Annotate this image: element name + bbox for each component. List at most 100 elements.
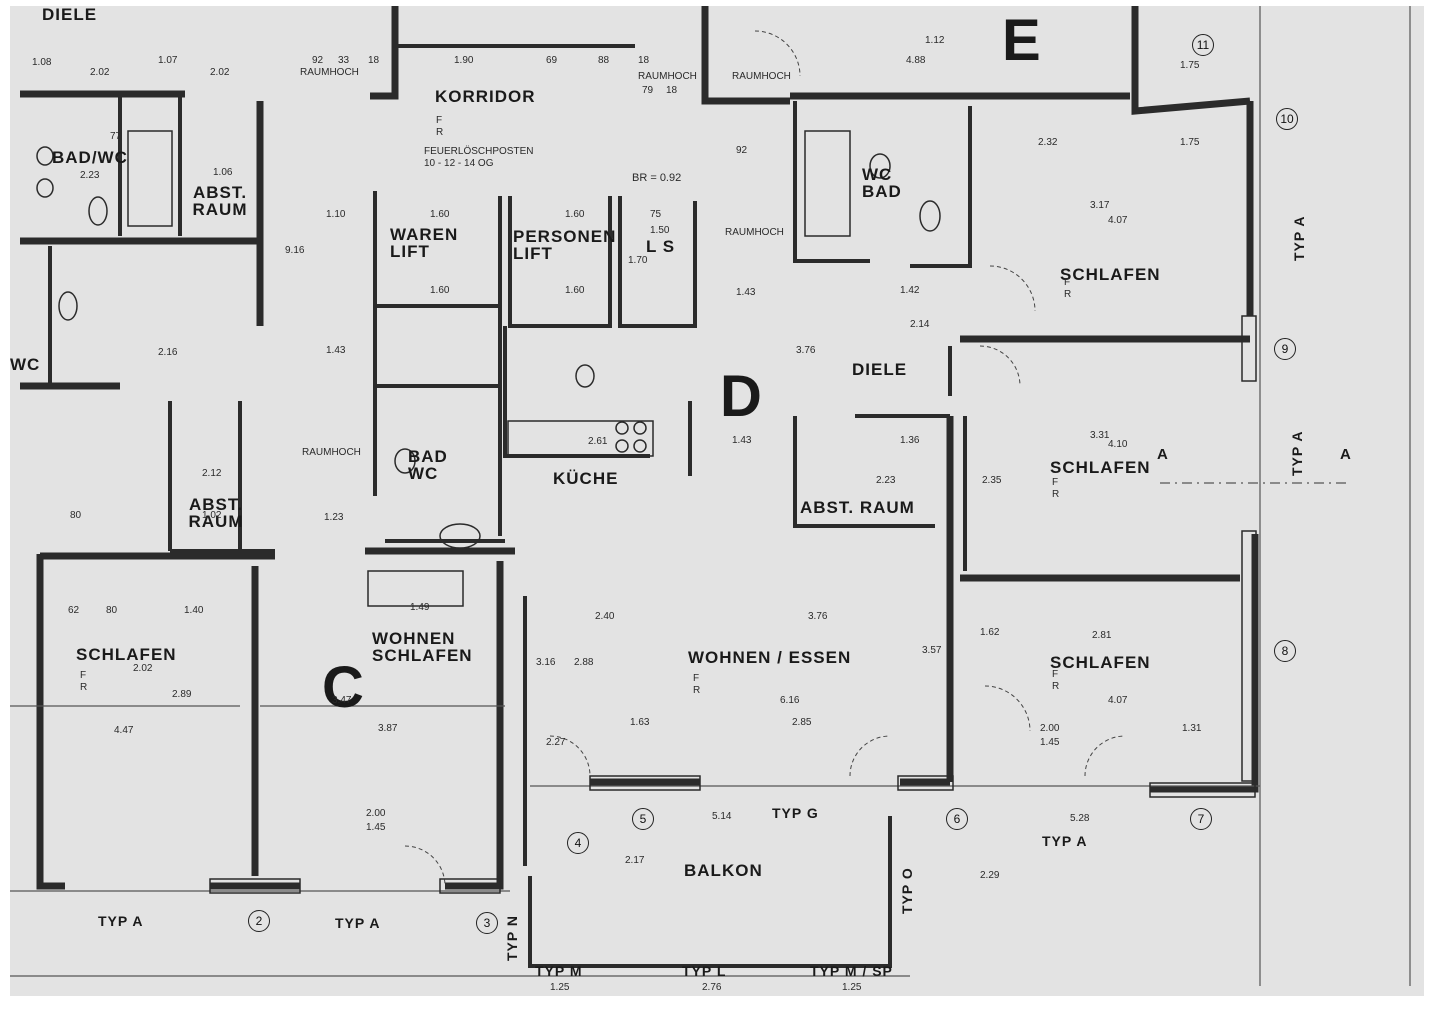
- room-label: WAREN LIFT: [390, 225, 459, 261]
- room-label: WOHNEN / ESSEN: [688, 648, 852, 667]
- dimension-value: 6.16: [780, 695, 800, 706]
- toilet: [394, 448, 416, 474]
- dimension-value: 1.43: [732, 435, 752, 446]
- dimension-value: 3.17: [1090, 200, 1110, 211]
- toilet: [575, 364, 595, 388]
- fr-mark: R: [1052, 681, 1060, 692]
- dimension-value: 92: [736, 145, 748, 156]
- toilet: [919, 200, 941, 232]
- dimension-value: 18: [666, 85, 678, 96]
- dimension-value: 1.75: [1180, 137, 1200, 148]
- dimension-value: 1.12: [925, 35, 945, 46]
- dimension-value: 3.87: [378, 723, 398, 734]
- note-raumhoch: RAUMHOCH: [302, 447, 361, 458]
- door-swing: [754, 30, 801, 77]
- fr-mark: R: [693, 685, 701, 696]
- grid-axis-marker: 6: [946, 808, 968, 830]
- dimension-value: 18: [368, 55, 380, 66]
- dimension-value: 2.85: [792, 717, 812, 728]
- room-label: KÜCHE: [553, 469, 619, 488]
- dimension-value: 2.23: [80, 170, 100, 181]
- section-marker: A: [1157, 446, 1169, 463]
- dimension-value: 75: [650, 209, 662, 220]
- wall: [1150, 534, 1259, 793]
- wall: [508, 196, 612, 328]
- grid-axis-marker: 5: [632, 808, 654, 830]
- room-label: ABST. RAUM: [192, 183, 248, 219]
- dimension-value: 1.62: [980, 627, 1000, 638]
- dimension-value: 69: [546, 55, 558, 66]
- type-label: TYP L: [682, 963, 727, 979]
- dimension-value: 2.81: [1092, 630, 1112, 641]
- dimension-value: 1.49: [410, 602, 430, 613]
- room-label: DIELE: [42, 6, 98, 24]
- dimension-value: 2.88: [574, 657, 594, 668]
- dimension-value: 1.60: [430, 285, 450, 296]
- door-swing: [979, 345, 1021, 387]
- wall: [503, 326, 650, 458]
- unit-label: D: [720, 364, 762, 429]
- wall: [445, 561, 504, 890]
- toilet: [58, 291, 78, 321]
- type-label: TYP A: [335, 915, 381, 931]
- dimension-value: 2.17: [625, 855, 645, 866]
- type-label: TYP A: [1291, 215, 1307, 261]
- type-label: TYP M / SP: [810, 963, 893, 979]
- room-label: WC BAD: [862, 165, 902, 201]
- fr-mark: R: [80, 682, 88, 693]
- wall: [910, 106, 972, 268]
- fr-mark: F: [80, 670, 87, 681]
- dimension-value: 77: [110, 131, 122, 142]
- sink: [439, 523, 481, 549]
- section-marker: A: [1340, 446, 1352, 463]
- bathtub: [127, 130, 173, 227]
- dimension-value: 1.08: [32, 57, 52, 68]
- dimension-value: 3.76: [796, 345, 816, 356]
- room-label: PERSONEN LIFT: [513, 227, 617, 263]
- fr-mark: R: [1064, 289, 1072, 300]
- unit-label: E: [1002, 8, 1041, 73]
- room-label: DIELE: [852, 360, 908, 379]
- grid-axis-marker: 9: [1274, 338, 1296, 360]
- dimension-value: 1.31: [1182, 723, 1202, 734]
- fr-mark: F: [693, 673, 700, 684]
- window-frame: [1149, 782, 1256, 798]
- dimension-value: 1.07: [158, 55, 178, 66]
- room-label: SCHLAFEN: [1060, 265, 1161, 284]
- window-frame: [589, 775, 701, 791]
- dimension-value: 1.06: [213, 167, 233, 178]
- dimension-value: 5.28: [1070, 813, 1090, 824]
- dimension-value: 1.60: [565, 209, 585, 220]
- room-label: L S: [646, 237, 676, 256]
- door-swing: [404, 845, 446, 887]
- wall: [701, 6, 790, 105]
- dimension-value: 1.60: [565, 285, 585, 296]
- wall: [370, 6, 399, 100]
- dimension-value: 2.16: [158, 347, 178, 358]
- note-raumhoch: RAUMHOCH: [725, 227, 784, 238]
- dimension-value: 1.50: [650, 225, 670, 236]
- dimension-value: 1.23: [324, 512, 344, 523]
- grid-axis-marker: 7: [1190, 808, 1212, 830]
- dimension-value: 1.43: [736, 287, 756, 298]
- dimension-value: 1.36: [900, 435, 920, 446]
- kitchen-counter: [507, 420, 654, 457]
- window-frame: [209, 878, 301, 894]
- dimension-value: 2.14: [910, 319, 930, 330]
- dimension-value: 9.16: [285, 245, 305, 256]
- dimension-value: 2.12: [202, 468, 222, 479]
- dimension-value: 2.40: [595, 611, 615, 622]
- room-label: BAD/WC: [52, 148, 128, 167]
- window-frame: [439, 878, 501, 894]
- door-swing: [549, 735, 591, 777]
- grid-axis-marker: 8: [1274, 640, 1296, 662]
- dimension-value: 1.43: [326, 345, 346, 356]
- dimension-value: 3.57: [922, 645, 942, 656]
- dimension-value: 2.00: [1040, 723, 1060, 734]
- type-label: TYP A: [1289, 430, 1305, 476]
- dimension-value: 1.70: [628, 255, 648, 266]
- door-swing: [849, 735, 891, 777]
- dimension-value: 2.27: [546, 737, 566, 748]
- dimension-value: 1.42: [900, 285, 920, 296]
- dimension-value: 4.47: [114, 725, 134, 736]
